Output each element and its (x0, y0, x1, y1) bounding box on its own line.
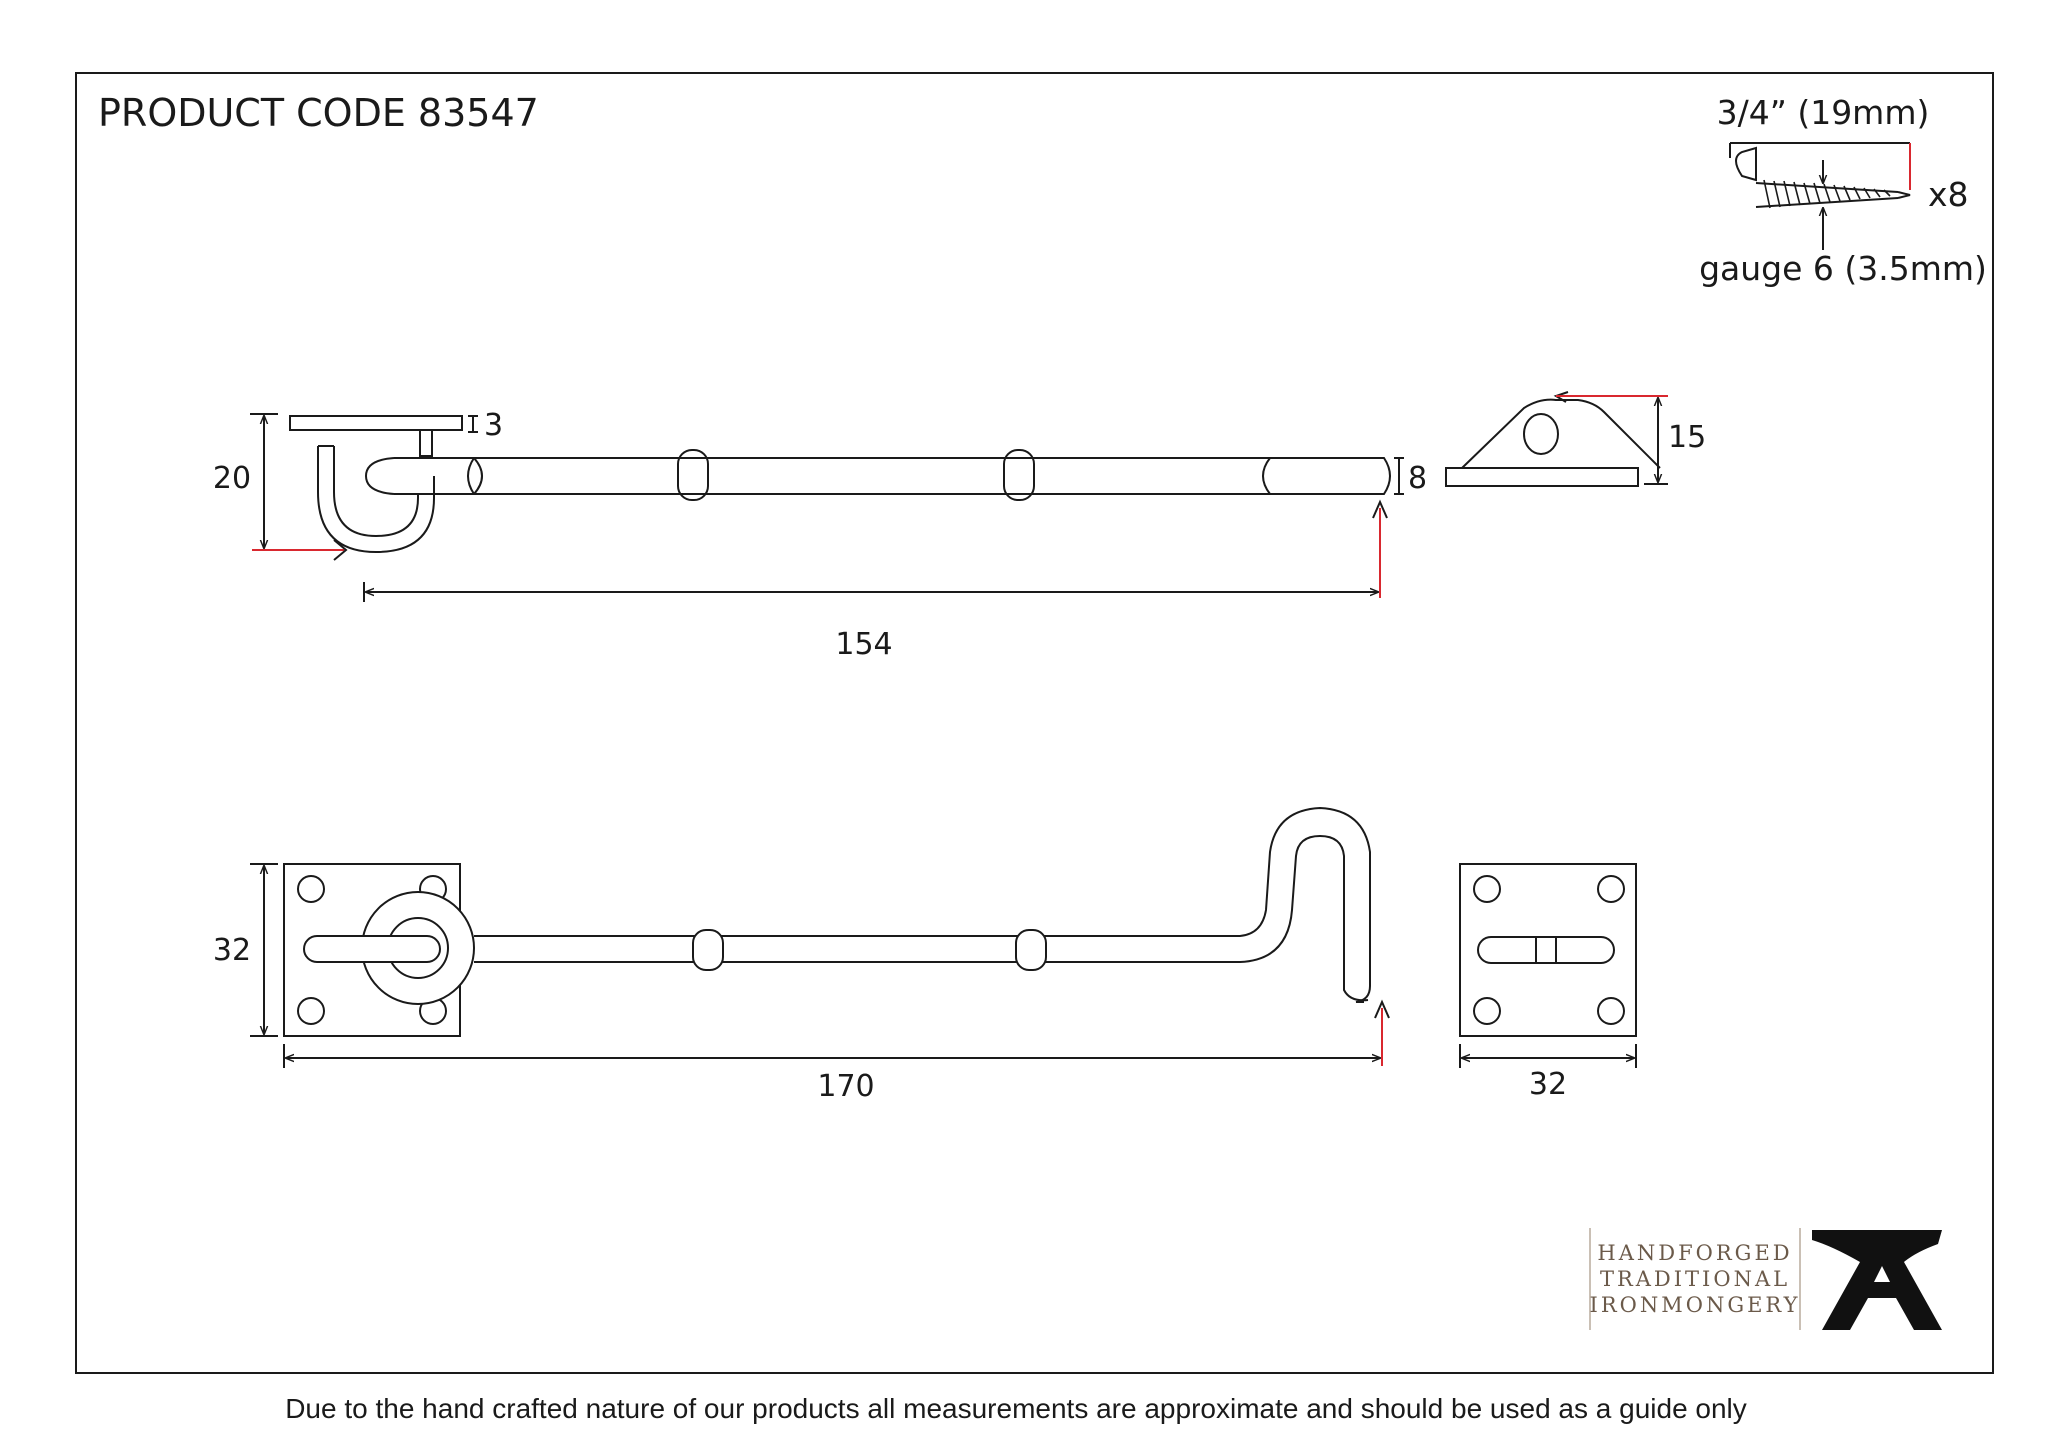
eye-loop-side (1461, 398, 1661, 469)
eye-height-label: 15 (1668, 420, 1706, 455)
anvil-icon (1812, 1230, 1942, 1330)
side-view-dimensions: 20 3 8 154 (213, 408, 1427, 662)
screw-gauge-label: gauge 6 (3.5mm) (1699, 249, 1987, 288)
side-length-label: 154 (835, 627, 892, 662)
eye-plate-width-label: 32 (1529, 1067, 1567, 1102)
screw-quantity-label: x8 (1928, 175, 1969, 214)
logo-text-line3: IRONMONGERY (1590, 1293, 1801, 1317)
logo-text-line2: TRADITIONAL (1600, 1267, 1790, 1291)
rod-collar (677, 449, 709, 501)
screw-hole (297, 997, 325, 1025)
screw-hole (1597, 875, 1625, 903)
side-height-label: 20 (213, 461, 251, 496)
plate-thickness-label: 3 (484, 408, 503, 443)
hook-rod-top (474, 806, 1371, 1003)
rod-collar (1015, 929, 1047, 971)
screw-icon (1735, 146, 1757, 182)
eye-side-view: 15 (1445, 391, 1706, 487)
drawing-frame (75, 72, 1994, 1374)
eye-plate-top (1459, 863, 1637, 1037)
screw-length-label: 3/4” (19mm) (1717, 93, 1930, 132)
rod-diameter-label: 8 (1408, 461, 1427, 496)
eye-base-plate-side (1445, 467, 1639, 487)
hook-side-view (289, 415, 1391, 554)
product-code-title: PRODUCT CODE 83547 (98, 91, 539, 135)
eye-top-view: 32 (1459, 863, 1637, 1102)
screw-hole (297, 875, 325, 903)
screw-detail: 3/4” (19mm) x8 gauge 6 (3.5mm) (1699, 93, 1987, 288)
rod-collar (692, 929, 724, 971)
top-view-dimensions: 32 170 (213, 863, 1390, 1104)
measurement-disclaimer: Due to the hand crafted nature of our pr… (285, 1393, 1747, 1424)
hook-mounting-plate-side (289, 415, 463, 431)
top-length-label: 170 (817, 1069, 874, 1104)
hook-top-view (283, 806, 1371, 1037)
rod-collar (1003, 449, 1035, 501)
logo-text-line1: HANDFORGED (1597, 1241, 1792, 1265)
screw-hole (1597, 997, 1625, 1025)
screw-hole (1473, 997, 1501, 1025)
hook-rod-side (474, 457, 1391, 495)
plate-width-label: 32 (213, 933, 251, 968)
screw-hole (1473, 875, 1501, 903)
brand-logo: HANDFORGED TRADITIONAL IRONMONGERY (1589, 1228, 1942, 1330)
hook-eye-loop-side (317, 446, 435, 554)
